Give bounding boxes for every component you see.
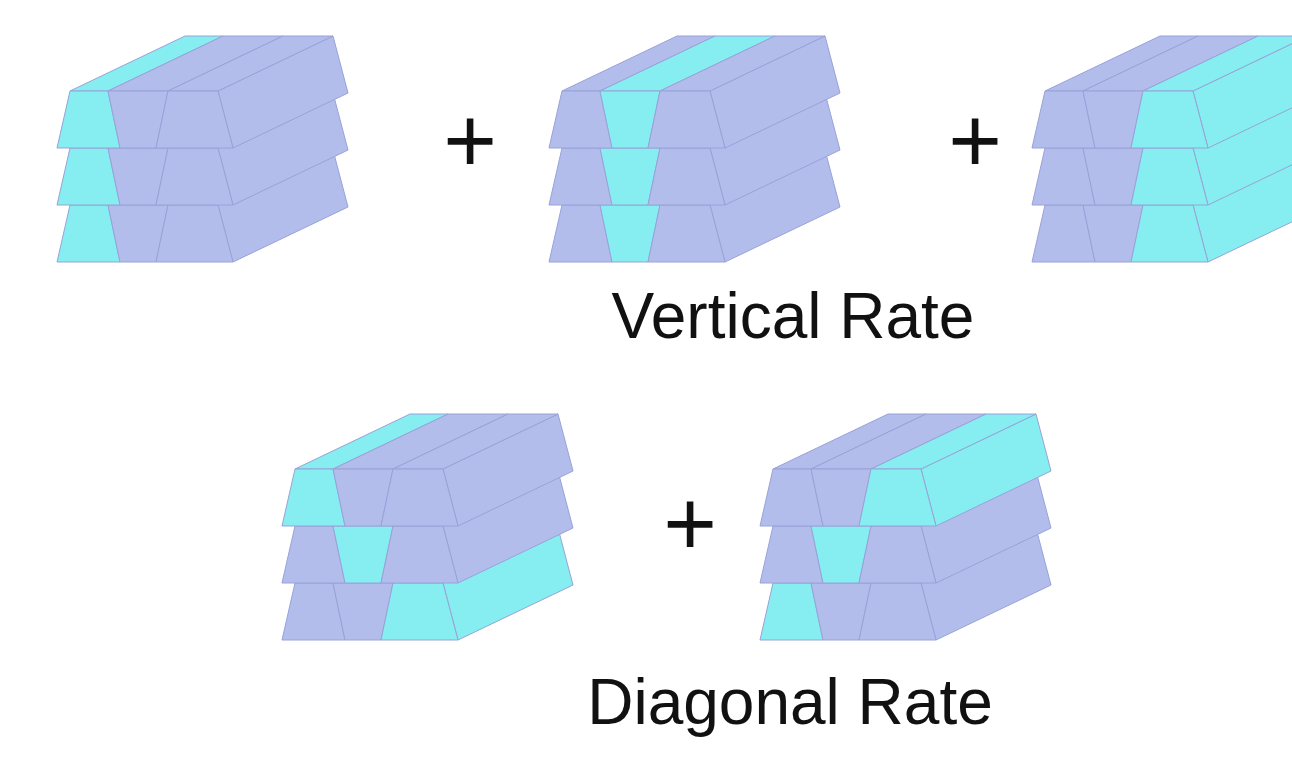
prism-front-face [1131,205,1208,262]
prism-top-face [660,36,825,91]
prism-front-face [648,148,725,205]
plus-sign: + [443,94,497,186]
prism-front-face [1131,148,1208,205]
row-caption: Diagonal Rate [587,670,993,734]
plus-sign: + [948,94,1002,186]
prism-front-face [648,205,725,262]
prism-front-face [381,583,458,640]
prism-top-face [871,414,1036,469]
prism-front-face [156,205,233,262]
prism-front-face [381,526,458,583]
prism-front-face [859,469,936,526]
plus-sign: + [663,477,717,569]
prism-front-face [859,583,936,640]
prism-top-face [1143,36,1292,91]
prism-front-face [648,91,725,148]
prism-top-face [393,414,558,469]
prism-front-face [156,148,233,205]
prism-front-face [156,91,233,148]
prism-front-face [381,469,458,526]
row-caption: Vertical Rate [612,284,975,348]
prism-front-face [1131,91,1208,148]
prism-front-face [859,526,936,583]
prism-top-face [168,36,333,91]
